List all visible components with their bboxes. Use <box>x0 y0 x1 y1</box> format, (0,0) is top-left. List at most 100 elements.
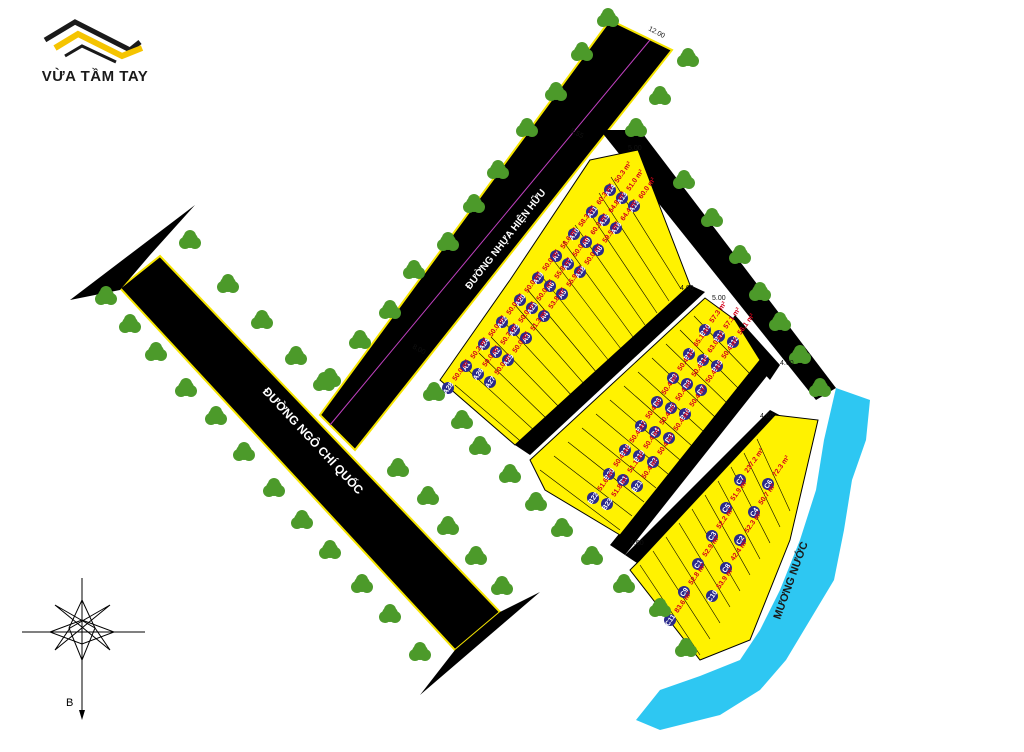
lot-badge <box>526 302 538 314</box>
tree-icon <box>251 310 273 329</box>
lot-badge <box>601 498 613 510</box>
lot-id: C9 <box>679 587 690 598</box>
lot-id: B9 <box>668 373 679 384</box>
lot-badge <box>610 222 622 234</box>
compass-label: B <box>66 697 73 709</box>
lot-badge <box>460 360 472 372</box>
lot-badge <box>532 272 544 284</box>
lot-badge <box>598 214 610 226</box>
tree-icon <box>789 345 811 364</box>
lot-divider <box>623 385 693 447</box>
lot-divider <box>526 288 598 374</box>
lot-badge <box>699 324 711 336</box>
lot-divider <box>553 455 633 517</box>
lot-divider <box>691 508 741 592</box>
lot-badge <box>734 474 746 486</box>
tree-icon <box>649 86 671 105</box>
lot-id: A2 <box>491 347 502 358</box>
tree-icon <box>205 406 227 425</box>
lot-badge <box>574 266 586 278</box>
tree-icon <box>379 604 401 623</box>
lot-badge <box>617 474 629 486</box>
tree-icon <box>417 486 439 505</box>
lot-id: C8 <box>721 563 732 574</box>
lot-divider <box>550 256 622 350</box>
lot-id: B7 <box>696 385 707 396</box>
tree-icon <box>313 372 335 391</box>
tree-icon <box>613 574 635 593</box>
lot-divider <box>539 469 621 531</box>
lot-badge <box>478 338 490 350</box>
lot-block-c <box>629 414 819 661</box>
tree-icon <box>675 638 697 657</box>
lot-divider <box>586 208 658 314</box>
lot-badge <box>562 258 574 270</box>
lot-badge <box>586 206 598 218</box>
lot-id: B1 <box>618 475 629 486</box>
lot-badge <box>720 502 732 514</box>
lot-divider <box>665 536 721 624</box>
tree-icon <box>677 48 699 67</box>
lot-badge <box>619 444 631 456</box>
trees <box>95 8 831 661</box>
tree-icon <box>285 346 307 365</box>
lot-badge <box>514 294 526 306</box>
tree-icon <box>263 478 285 497</box>
tree-icon <box>145 342 167 361</box>
tree-icon <box>217 274 239 293</box>
lot-badge <box>665 402 677 414</box>
lot-badge <box>472 368 484 380</box>
lot-id: C4 <box>749 507 760 518</box>
lot-id: C1 <box>693 559 704 570</box>
lot-badge <box>587 492 599 504</box>
lot-badge <box>683 348 695 360</box>
tree-icon <box>465 546 487 565</box>
lot-badge <box>678 586 690 598</box>
brand-name: VỪA TẦM TAY <box>41 68 149 85</box>
tree-icon <box>387 458 409 477</box>
tree-icon <box>571 42 593 61</box>
lot-id: B6 <box>652 397 663 408</box>
tree-icon <box>291 510 313 529</box>
lot-id: C5 <box>721 503 732 514</box>
tree-icon <box>349 330 371 349</box>
lot-badge <box>538 310 550 322</box>
lot-divider <box>562 240 634 338</box>
lot-badge <box>706 530 718 542</box>
tree-icon <box>233 442 255 461</box>
lot-badge <box>490 346 502 358</box>
brand-logo: VỪA TẦM TAY <box>30 12 160 87</box>
tree-icon <box>175 378 197 397</box>
lot-divider <box>704 494 751 576</box>
lot-divider <box>581 427 657 489</box>
lot-badge <box>695 384 707 396</box>
lot-badge <box>631 480 643 492</box>
lot-id: A3 <box>521 333 532 344</box>
lot-id: A7 <box>551 251 562 262</box>
lot-id: A8 <box>593 245 604 256</box>
tree-icon <box>451 410 473 429</box>
tree-icon <box>379 300 401 319</box>
lot-badge <box>681 378 693 390</box>
lot-id: A6 <box>545 281 556 292</box>
lot-badge <box>502 354 514 366</box>
lot-divider <box>717 480 761 560</box>
tree-icon <box>95 286 117 305</box>
road-width-dim: 5.00 <box>712 295 726 302</box>
tree-icon <box>487 160 509 179</box>
tree-icon <box>491 576 513 595</box>
lot-divider <box>454 384 526 446</box>
tree-icon <box>516 118 538 137</box>
lot-badge <box>713 330 725 342</box>
lot-badge <box>647 456 659 468</box>
tree-icon <box>749 282 771 301</box>
lot-badge <box>508 324 520 336</box>
lot-badge <box>496 316 508 328</box>
lot-divider <box>490 336 562 410</box>
lot-divider <box>478 352 550 422</box>
lot-badge <box>580 236 592 248</box>
road-width-dim: 4.60 <box>630 540 644 547</box>
lot-badge <box>604 184 616 196</box>
lot-badge <box>697 354 709 366</box>
